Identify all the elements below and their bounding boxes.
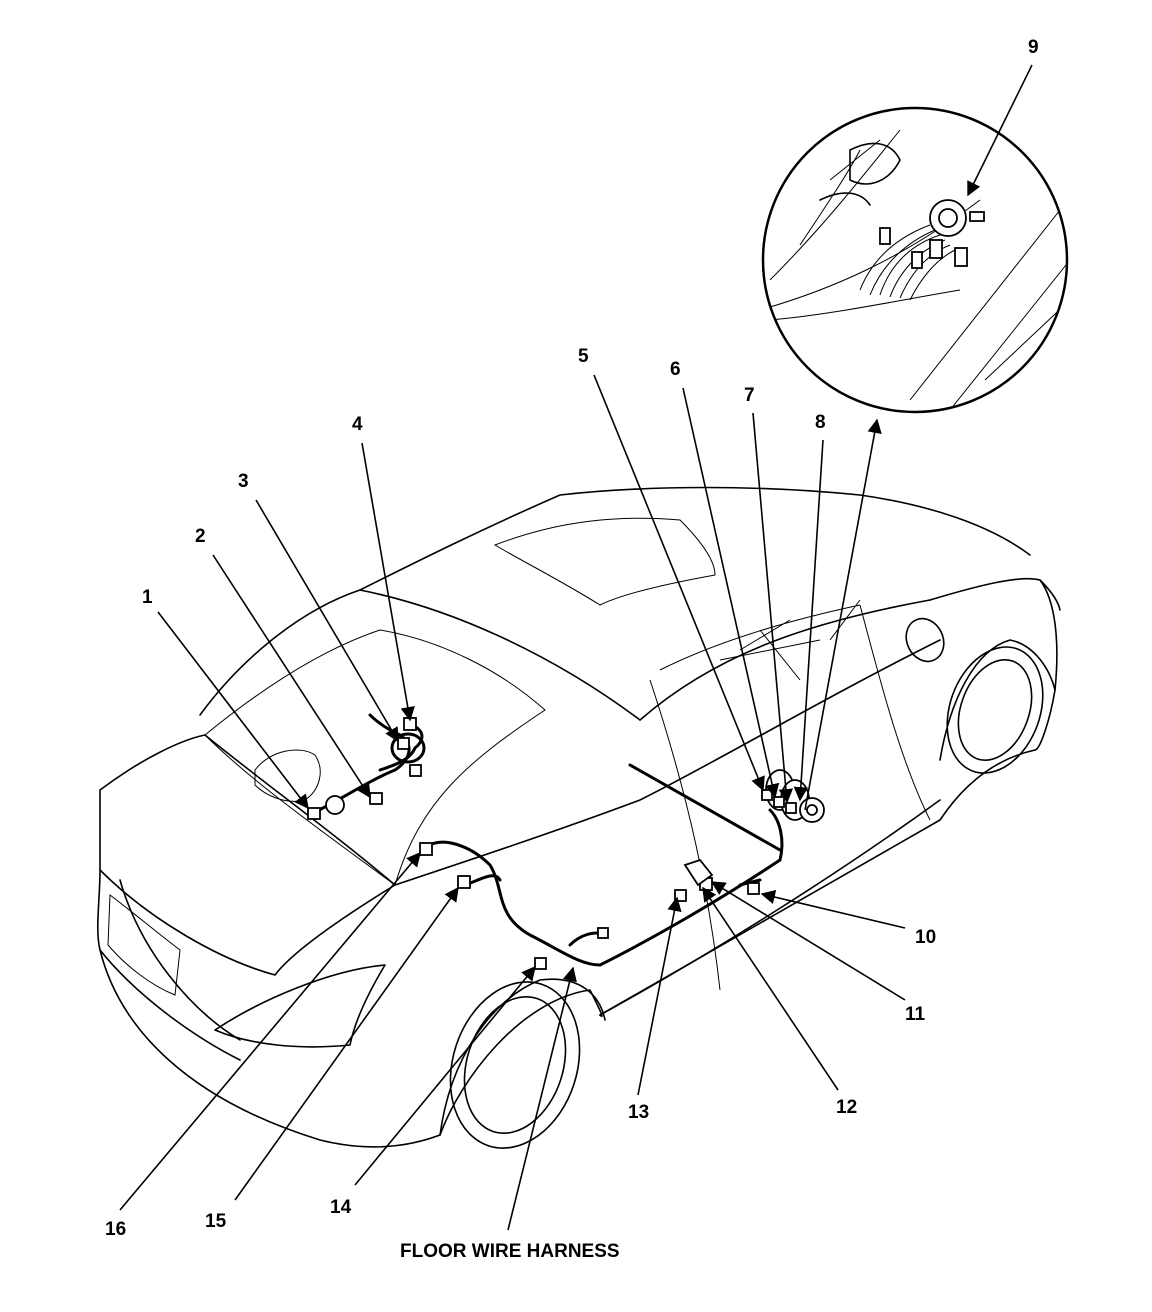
- detail-inset: [761, 106, 1069, 414]
- callout-14: 14: [330, 1197, 352, 1218]
- callout-11: 11: [905, 1004, 926, 1025]
- floor-wire-harness-label: FLOOR WIRE HARNESS: [400, 1241, 620, 1262]
- callout-7: 7: [744, 385, 755, 406]
- callout-labels: 1 2 3 4 5 6 7 8 9 10 11 12 13 14 15 16 F…: [105, 37, 1039, 1262]
- callout-15: 15: [205, 1211, 227, 1232]
- callout-13: 13: [628, 1102, 649, 1123]
- callout-16: 16: [105, 1219, 126, 1240]
- callout-3: 3: [238, 471, 249, 492]
- callout-4: 4: [352, 414, 363, 435]
- callout-5: 5: [578, 346, 589, 367]
- callout-9: 9: [1028, 37, 1039, 58]
- callout-1: 1: [142, 587, 153, 608]
- car-outline: [96, 486, 1061, 1149]
- leader-lines: [119, 64, 1033, 1231]
- callout-6: 6: [670, 359, 681, 380]
- callout-2: 2: [195, 526, 206, 547]
- callout-10: 10: [915, 927, 936, 948]
- inset-pointer-arrow: [804, 418, 882, 811]
- callout-8: 8: [815, 412, 826, 433]
- callout-12: 12: [836, 1097, 857, 1118]
